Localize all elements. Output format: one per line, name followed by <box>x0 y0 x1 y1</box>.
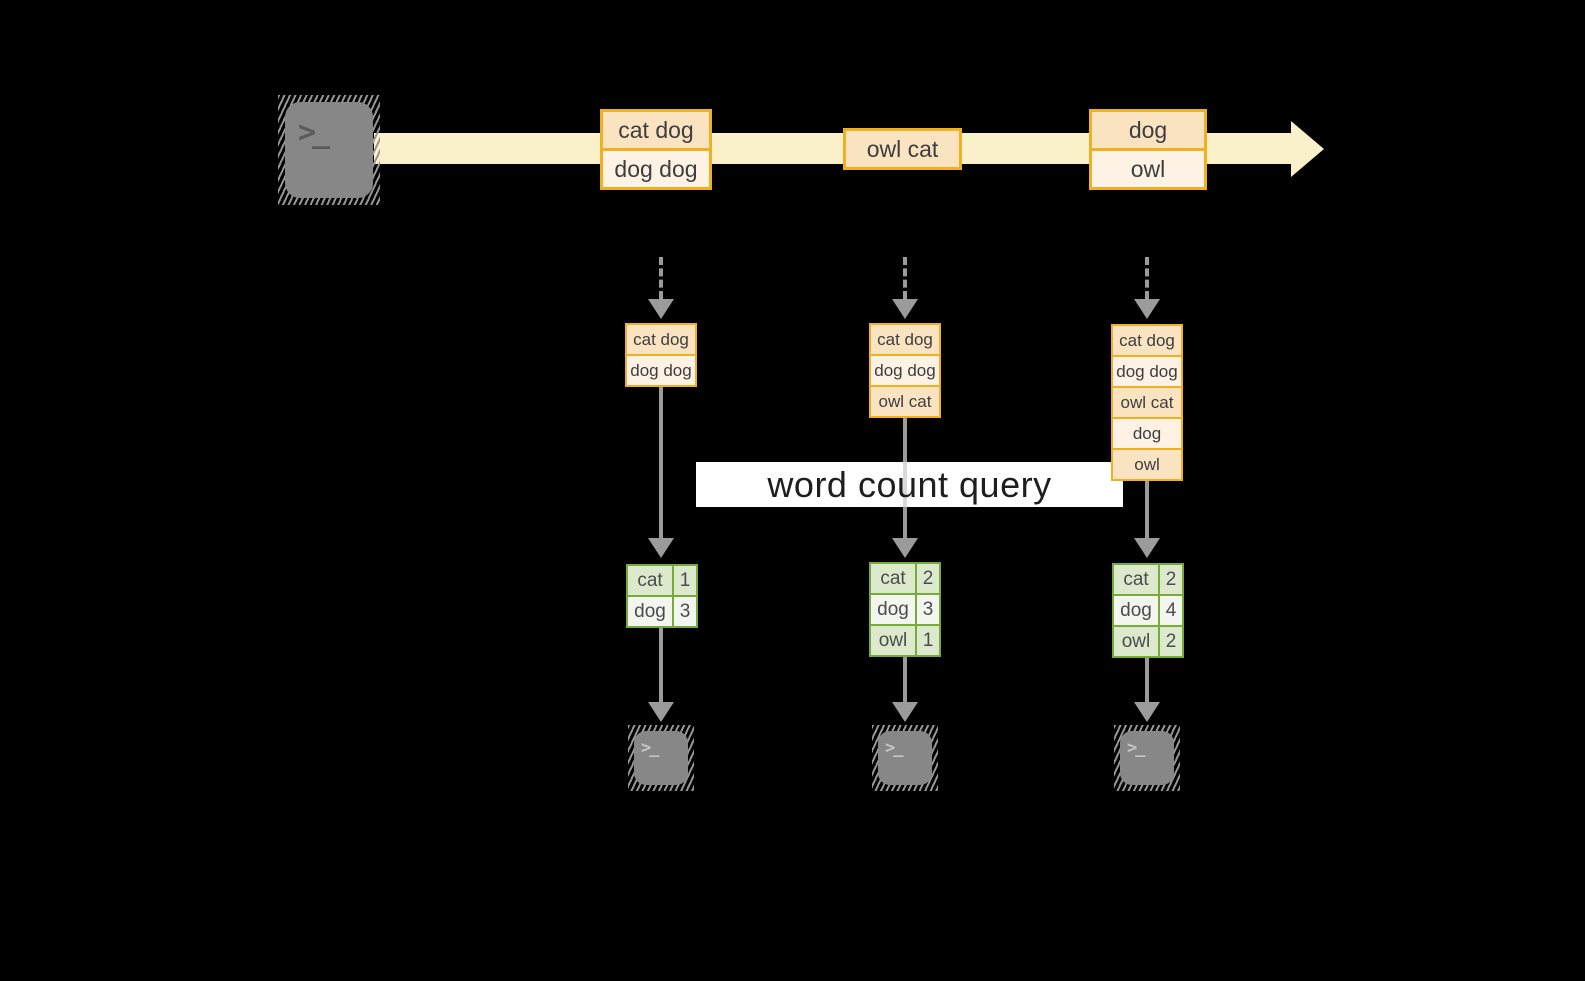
sink-terminal-body: >_ <box>878 731 932 785</box>
buffer-row: owl <box>1111 448 1183 481</box>
stream-event-line: owl <box>1092 151 1204 187</box>
count-value: 3 <box>917 595 939 624</box>
sink-arrow-head-3 <box>1134 702 1160 722</box>
banner-arrow-showthrough <box>903 462 907 507</box>
sink-terminal-icon-1: >_ <box>628 725 694 791</box>
buffer-stack-1: cat dog dog dog <box>625 323 697 387</box>
terminal-prompt-glyph: >_ <box>1127 738 1145 758</box>
terminal-prompt-glyph: >_ <box>885 738 903 758</box>
query-banner-label: word count query <box>767 463 1052 505</box>
source-terminal-body: >_ <box>285 102 373 198</box>
query-arrow-head-3 <box>1134 538 1160 558</box>
buffer-stack-2: cat dog dog dog owl cat <box>869 323 941 418</box>
stream-event-batch-3: dog owl <box>1089 109 1207 190</box>
source-terminal-icon: >_ <box>278 95 380 205</box>
sink-terminal-icon-2: >_ <box>872 725 938 791</box>
stream-event-line: owl cat <box>846 131 959 167</box>
count-value: 1 <box>674 566 696 595</box>
count-word: cat <box>871 564 915 593</box>
buffer-row: dog <box>1111 417 1183 450</box>
stream-event-line: cat dog <box>603 112 709 148</box>
stream-event-line: dog <box>1092 112 1204 148</box>
buffer-row: cat dog <box>625 323 697 356</box>
count-word: dog <box>628 597 672 626</box>
sink-terminal-body: >_ <box>634 731 688 785</box>
buffer-stack-3: cat dog dog dog owl cat dog owl <box>1111 324 1183 481</box>
count-word: owl <box>1114 627 1158 656</box>
count-value: 1 <box>917 626 939 655</box>
buffer-row: dog dog <box>869 354 941 387</box>
count-value: 2 <box>1160 627 1182 656</box>
count-word: owl <box>871 626 915 655</box>
sink-arrow-head-2 <box>892 702 918 722</box>
dashed-arrow-head-1 <box>648 299 674 319</box>
query-arrow-head-1 <box>648 538 674 558</box>
query-arrow-line-1 <box>659 387 663 538</box>
query-arrow-head-2 <box>892 538 918 558</box>
stream-event-line: dog dog <box>603 151 709 187</box>
buffer-row: owl cat <box>1111 386 1183 419</box>
buffer-row: dog dog <box>625 354 697 387</box>
sink-arrow-line-1 <box>659 628 663 702</box>
count-value: 2 <box>917 564 939 593</box>
terminal-prompt-glyph: >_ <box>641 738 659 758</box>
query-banner: word count query <box>696 462 1123 507</box>
buffer-row: cat dog <box>1111 324 1183 357</box>
buffer-row: cat dog <box>869 323 941 356</box>
stream-event-batch-1: cat dog dog dog <box>600 109 712 190</box>
count-value: 2 <box>1160 565 1182 594</box>
count-value: 3 <box>674 597 696 626</box>
count-word: dog <box>1114 596 1158 625</box>
count-value: 4 <box>1160 596 1182 625</box>
dashed-arrow-line-3 <box>1145 257 1149 299</box>
sink-arrow-line-3 <box>1145 658 1149 702</box>
query-arrow-line-3 <box>1145 481 1149 538</box>
terminal-prompt-glyph: >_ <box>298 115 330 150</box>
count-word: cat <box>628 566 672 595</box>
sink-arrow-line-2 <box>903 657 907 702</box>
count-table-1: cat 1 dog 3 <box>626 564 698 628</box>
dashed-arrow-line-2 <box>903 257 907 299</box>
stream-event-batch-2: owl cat <box>843 128 962 170</box>
dashed-arrow-head-2 <box>892 299 918 319</box>
sink-terminal-icon-3: >_ <box>1114 725 1180 791</box>
stream-arrow-head <box>1291 121 1324 177</box>
dashed-arrow-line-1 <box>659 257 663 299</box>
count-table-2: cat 2 dog 3 owl 1 <box>869 562 941 657</box>
count-table-3: cat 2 dog 4 owl 2 <box>1112 563 1184 658</box>
count-word: cat <box>1114 565 1158 594</box>
dashed-arrow-head-3 <box>1134 299 1160 319</box>
sink-terminal-body: >_ <box>1120 731 1174 785</box>
sink-arrow-head-1 <box>648 702 674 722</box>
count-word: dog <box>871 595 915 624</box>
buffer-row: owl cat <box>869 385 941 418</box>
buffer-row: dog dog <box>1111 355 1183 388</box>
